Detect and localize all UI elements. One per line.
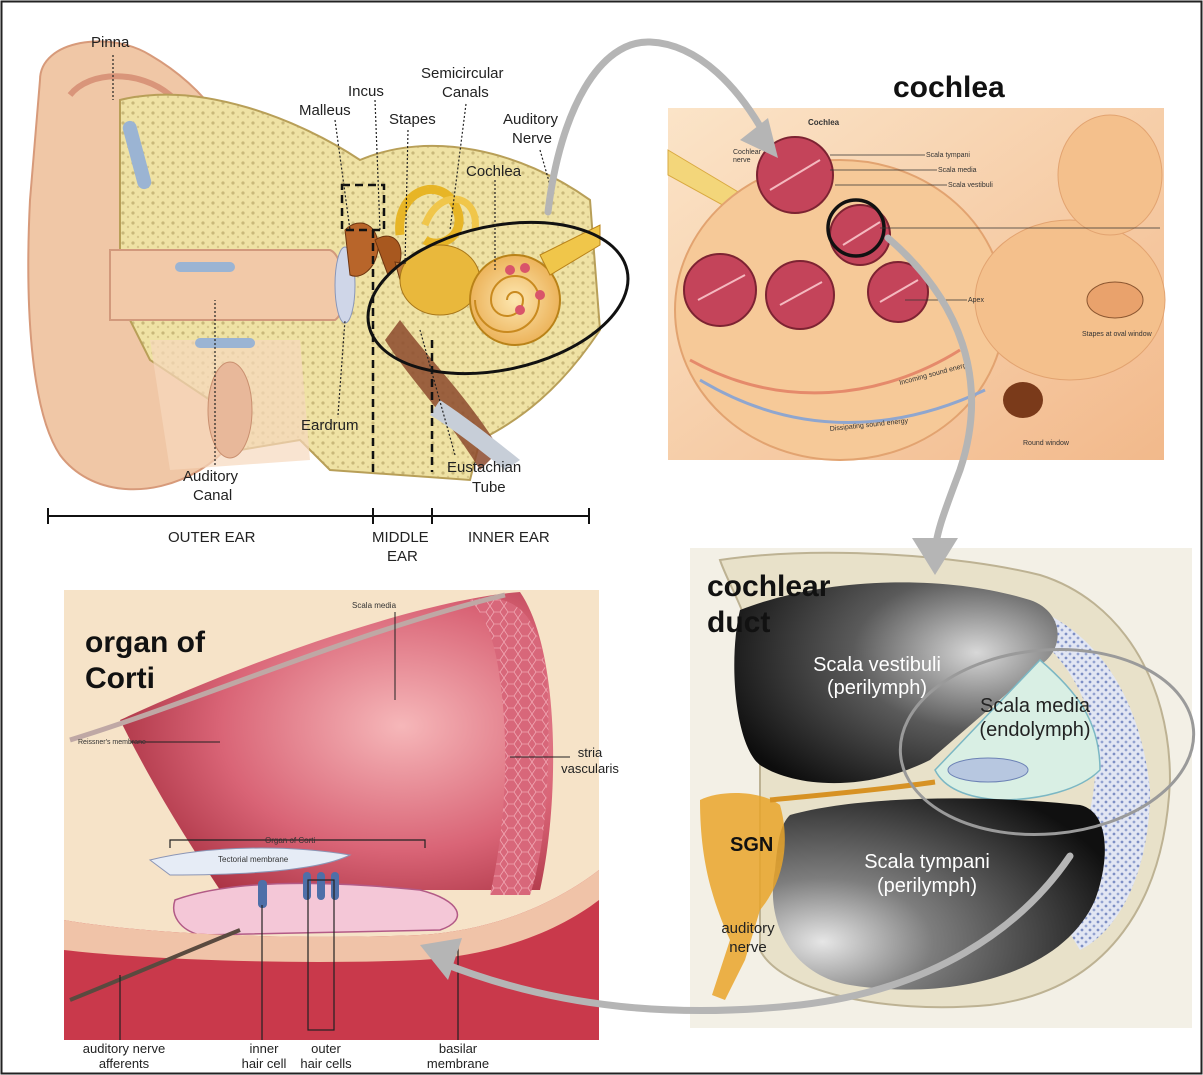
label-auditory-nerve-1: Auditory [503, 111, 559, 128]
label-eustachian-2: Tube [472, 479, 506, 496]
label-stria-1: stria [578, 745, 603, 760]
label-tympani-fluid: (perilymph) [877, 875, 977, 897]
auditory-canal-shape [110, 250, 344, 320]
label-duct-nerve-2: nerve [729, 939, 767, 956]
label-cochlea-heading: Cochlea [808, 118, 840, 127]
label-corti-scala-media: Scala media [352, 601, 397, 610]
cochlea-panel-title: cochlea [893, 71, 1005, 104]
duct-panel-title-1: cochlear [707, 570, 831, 603]
cochlea-dot-2 [520, 263, 530, 273]
cochlea-dot-1 [505, 265, 515, 275]
label-inner-ear: INNER EAR [468, 529, 550, 546]
organ-of-corti-shape [174, 883, 458, 935]
label-outer-ear: OUTER EAR [168, 529, 256, 546]
label-middle-ear-1: MIDDLE [372, 529, 429, 546]
label-basilar-1: basilar [439, 1041, 478, 1056]
round-window-shape [1003, 382, 1043, 418]
label-round-window: Round window [1023, 440, 1070, 447]
label-auditory-canal-2: Canal [193, 487, 232, 504]
label-semicircular-2: Canals [442, 84, 489, 101]
cochlear-duct-panel: cochlear duct Scala vestibuli (perilymph… [690, 548, 1201, 1028]
label-eardrum: Eardrum [301, 417, 359, 434]
label-pinna: Pinna [91, 34, 130, 51]
label-stapes: Stapes [389, 111, 436, 128]
label-scala-tympani: Scala tympani [864, 851, 990, 873]
label-afferents-1: auditory nerve [83, 1041, 165, 1056]
cartilage-blue-2 [175, 262, 235, 272]
ear-anatomy-panel: Pinna Incus Malleus Stapes Semicircular … [28, 34, 642, 565]
label-malleus: Malleus [299, 102, 351, 119]
label-scala-vestibuli: Scala vestibuli [813, 654, 941, 676]
cochlea-dot-3 [535, 290, 545, 300]
label-cochlear-nerve-1: Cochlear [733, 149, 762, 156]
label-stria-2: vascularis [561, 761, 619, 776]
corti-panel-title-2: Corti [85, 662, 155, 695]
label-scala-tympani-small: Scala tympani [926, 152, 970, 159]
label-vestibuli-fluid: (perilymph) [827, 677, 927, 699]
label-scala-media-small: Scala media [938, 167, 977, 174]
label-outer-hair-cells-1: outer [311, 1041, 341, 1056]
label-basilar-2: membrane [427, 1056, 489, 1071]
label-scala-media: Scala media [980, 695, 1091, 717]
label-tectorial-membrane: Tectorial membrane [218, 855, 289, 864]
label-semicircular-1: Semicircular [421, 65, 504, 82]
duct-panel-title-2: duct [707, 606, 770, 639]
label-auditory-canal-1: Auditory [183, 468, 239, 485]
label-cochlear-nerve-2: nerve [733, 157, 751, 164]
corti-panel-title-1: organ of [85, 626, 206, 659]
label-apex: Apex [968, 297, 984, 304]
label-reissners-membrane: Reissner's membrane [78, 739, 146, 746]
label-auditory-nerve-2: Nerve [512, 130, 552, 147]
label-stapes-oval: Stapes at oval window [1082, 331, 1153, 338]
organ-of-corti-panel: organ of Corti Scala media Reissner's me… [64, 590, 619, 1071]
label-media-fluid: (endolymph) [979, 719, 1090, 741]
label-duct-nerve-1: auditory [721, 920, 775, 937]
ear-region-scale [48, 508, 589, 524]
label-eustachian-1: Eustachian [447, 459, 521, 476]
label-outer-hair-cells-2: hair cells [300, 1056, 352, 1071]
label-inner-hair-cell-1: inner [250, 1041, 280, 1056]
label-cochlea: Cochlea [466, 163, 522, 180]
label-sgn: SGN [730, 834, 773, 856]
label-scala-vestibuli-small: Scala vestibuli [948, 182, 993, 189]
label-middle-ear-2: EAR [387, 548, 418, 565]
canal-bulge [1058, 115, 1162, 235]
label-afferents-2: afferents [99, 1056, 150, 1071]
cochlea-dot-4 [515, 305, 525, 315]
cartilage-blue-3 [195, 338, 255, 348]
label-inner-hair-cell-2: hair cell [242, 1056, 287, 1071]
tectorial-sketch [948, 758, 1028, 782]
label-organ-of-corti: Organ of Corti [265, 836, 315, 845]
stapes-oval-shape [1087, 282, 1143, 318]
label-incus: Incus [348, 83, 384, 100]
